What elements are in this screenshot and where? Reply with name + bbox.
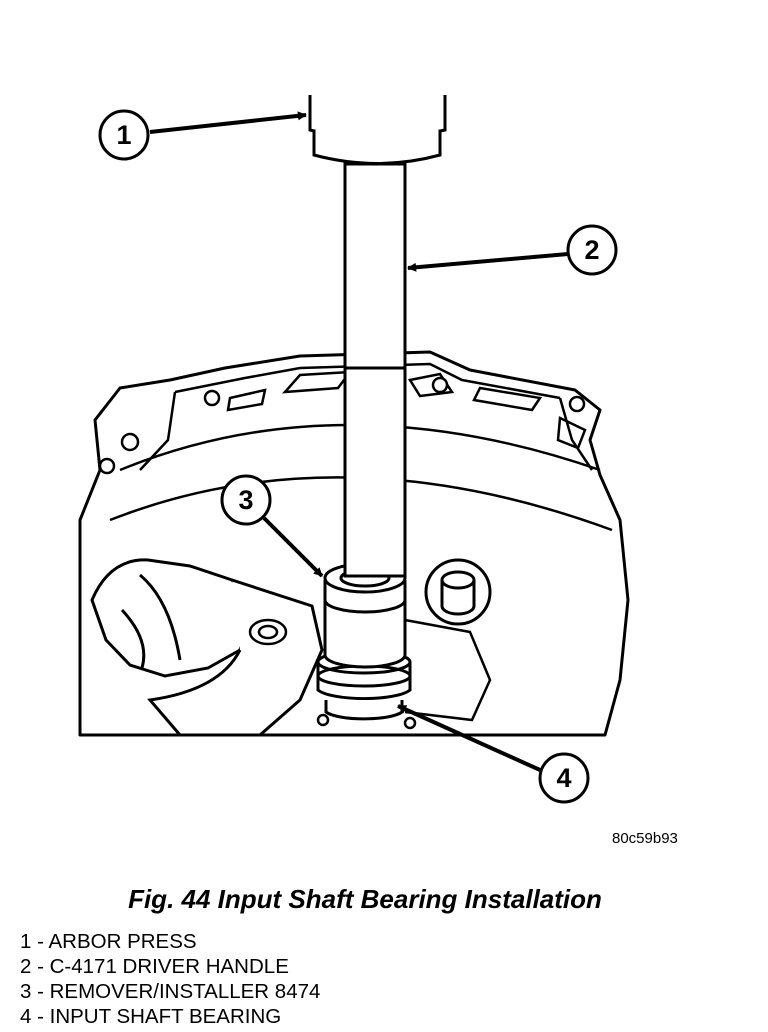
small-bosses <box>248 618 492 730</box>
callout-1: 1 <box>98 109 150 161</box>
leader-arrow-4 <box>397 704 541 772</box>
leader-arrow-3 <box>262 516 324 578</box>
bearing-boss <box>424 558 492 626</box>
leader-arrow-2 <box>407 252 569 272</box>
driver-handle <box>343 162 407 578</box>
image-code: 80c59b93 <box>612 830 678 847</box>
leader-arrows <box>149 111 569 772</box>
legend-item: 2 - C-4171 DRIVER HANDLE <box>20 955 289 978</box>
callout-legend: 1 - ARBOR PRESS 2 - C-4171 DRIVER HANDLE… <box>20 929 320 1029</box>
svg-text:2: 2 <box>584 235 599 265</box>
arbor-press-ram <box>308 95 447 165</box>
remover-installer-tool <box>323 562 407 669</box>
svg-text:1: 1 <box>116 120 131 150</box>
shift-housing <box>90 558 324 737</box>
legend-item: 1 - ARBOR PRESS <box>20 930 197 953</box>
case-bolt-holes <box>98 376 586 475</box>
figure-caption: Fig. 44 Input Shaft Bearing Installation <box>128 884 602 914</box>
callout-4: 4 <box>538 752 590 804</box>
leader-arrow-1 <box>149 111 307 134</box>
legend-item: 4 - INPUT SHAFT BEARING <box>20 1005 282 1028</box>
callout-3: 3 <box>220 474 272 526</box>
svg-text:4: 4 <box>556 763 571 793</box>
callout-2: 2 <box>566 224 618 276</box>
svg-text:3: 3 <box>238 485 253 515</box>
legend-item: 3 - REMOVER/INSTALLER 8474 <box>20 980 321 1003</box>
technical-illustration: 1 2 3 4 <box>78 95 630 804</box>
